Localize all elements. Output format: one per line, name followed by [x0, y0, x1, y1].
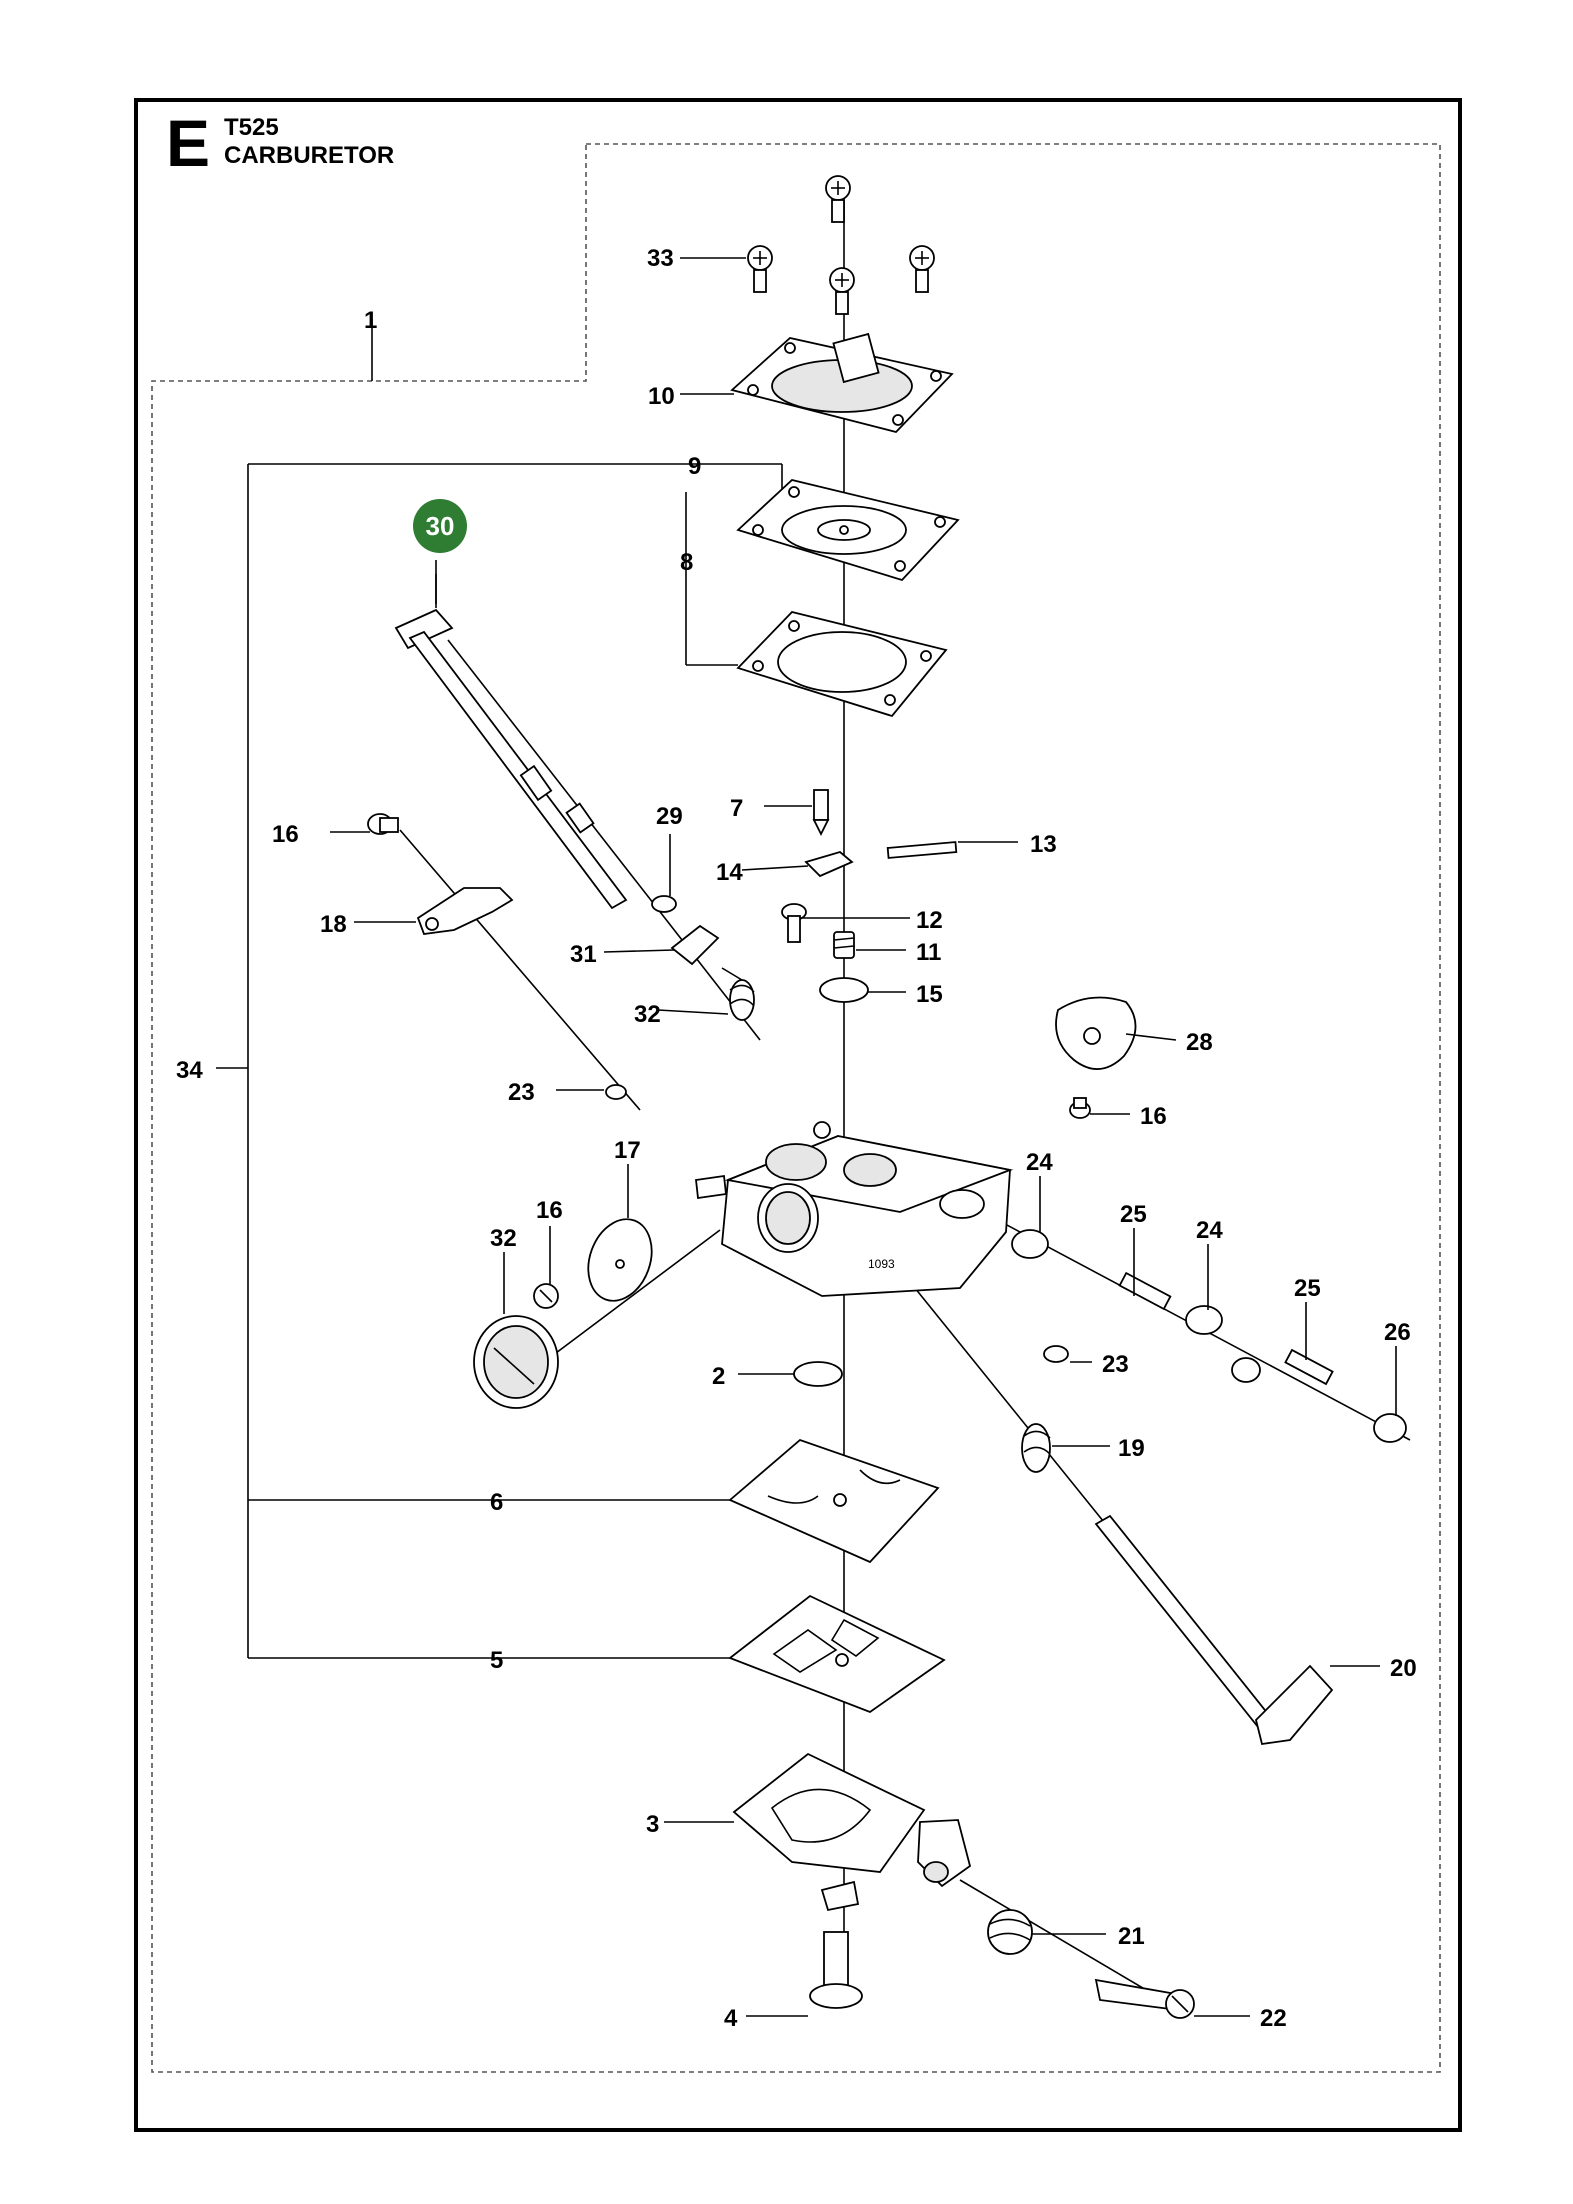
callout-31: 31	[570, 941, 597, 968]
diagram-frame	[134, 98, 1462, 2132]
section-letter: E	[166, 106, 211, 180]
callout-27: 28	[1186, 1029, 1213, 1056]
part-19-throttle-shaft	[1094, 1514, 1334, 1746]
part-body-marking: 1093	[868, 1257, 895, 1271]
badge-circle	[413, 499, 467, 553]
callout-11: 11	[916, 939, 941, 966]
part-27-cover	[1055, 996, 1137, 1070]
callout-19: 20	[1390, 1655, 1417, 1682]
assembly-boundary	[151, 143, 1441, 2073]
callout-25-b: 25	[1294, 1275, 1321, 1302]
callout-8: 8	[680, 549, 693, 576]
part-17-plate	[587, 1218, 653, 1302]
part-13-pin	[886, 841, 958, 859]
callout-21: 21	[1118, 1923, 1145, 1950]
callout-15: 15	[916, 981, 943, 1008]
callout-9: 9	[688, 453, 701, 480]
callout-6: 6	[490, 1489, 503, 1516]
part-16-screw-right	[1069, 1097, 1091, 1119]
callout-23-a: 23	[508, 1079, 535, 1106]
callout-24-a: 24	[1026, 1149, 1053, 1176]
part-8-gasket	[736, 611, 948, 718]
new-part-badge: 30	[413, 499, 467, 553]
part-3-metering-cover	[732, 1752, 972, 1912]
part-10-pump-cover	[730, 332, 954, 434]
callout-28: 29	[656, 803, 683, 830]
part-6-gasket	[728, 1438, 940, 1564]
part-25-needles	[1118, 1271, 1334, 1386]
callout-23-b: 23	[1102, 1351, 1129, 1378]
model-number: T525	[224, 114, 279, 141]
part-22-idle-screw	[1094, 1978, 1195, 2019]
callout-16-a: 16	[272, 821, 299, 848]
part-5-gasket	[728, 1594, 946, 1714]
callout-4: 4	[724, 2005, 738, 2032]
part-16-screw-upper	[367, 813, 399, 835]
part-32-screws	[747, 175, 935, 315]
callout-16-c: 16	[536, 1197, 563, 1224]
part-16-screw-middle	[533, 1283, 559, 1309]
callout-33: 32	[490, 1225, 517, 1252]
callout-25-a: 25	[1120, 1201, 1147, 1228]
callout-32: 33	[647, 245, 674, 272]
callout-13: 13	[1030, 831, 1057, 858]
part-12-screw	[781, 903, 807, 943]
callout-24-b: 24	[1196, 1217, 1223, 1244]
callout-10: 10	[648, 383, 675, 410]
callout-labels: 1 33 10 9 8 7 13 14 12 11 15 16 29 18 31…	[176, 245, 1417, 2032]
callout-34: 34	[176, 1057, 203, 1084]
axis-choke	[399, 829, 641, 1111]
leader-lines	[330, 257, 1397, 2017]
callout-18: 19	[1118, 1435, 1145, 1462]
callout-7: 7	[730, 795, 743, 822]
callout-20: 18	[320, 911, 347, 938]
carburetor-body: 1093	[695, 1121, 1014, 1297]
part-2-disc	[793, 1361, 843, 1387]
part-7-inlet-needle	[812, 789, 830, 837]
callout-29: 32	[634, 1001, 661, 1028]
callout-17: 17	[614, 1137, 641, 1164]
callout-3: 3	[646, 1811, 659, 1838]
callout-22: 22	[1260, 2005, 1287, 2032]
part-26-limiter-cap	[1231, 1357, 1407, 1443]
part-18-spring	[1021, 1423, 1051, 1473]
part-15-disc	[819, 977, 869, 1003]
part-23-washer-right	[1043, 1345, 1069, 1363]
kit-brackets	[216, 319, 783, 1659]
callout-1: 1	[364, 307, 377, 334]
part-21-spring	[987, 1909, 1033, 1955]
part-29-spring	[721, 967, 755, 1021]
badge-label: 30	[426, 511, 455, 541]
part-14-metering-lever	[804, 851, 854, 878]
section-title: CARBURETOR	[224, 142, 395, 169]
part-30-choke-shaft	[394, 608, 628, 910]
callout-5: 5	[490, 1647, 503, 1674]
part-11-spring	[833, 931, 855, 959]
callout-14: 14	[716, 859, 743, 886]
part-9-pump-diaphragm	[736, 479, 960, 582]
callout-26: 26	[1384, 1319, 1411, 1346]
callout-2: 2	[712, 1363, 725, 1390]
callout-16-b: 16	[1140, 1103, 1167, 1130]
callout-12: 12	[916, 907, 943, 934]
part-20-choke-lever	[416, 887, 514, 935]
part-23-washer-left	[605, 1084, 627, 1100]
axis-shaft	[447, 639, 761, 1041]
part-31-detent	[670, 924, 720, 966]
part-24-springs	[1011, 1229, 1223, 1335]
part-4-screw	[809, 1931, 863, 2009]
part-28-washer	[651, 895, 677, 913]
part-33-cap	[473, 1315, 559, 1409]
